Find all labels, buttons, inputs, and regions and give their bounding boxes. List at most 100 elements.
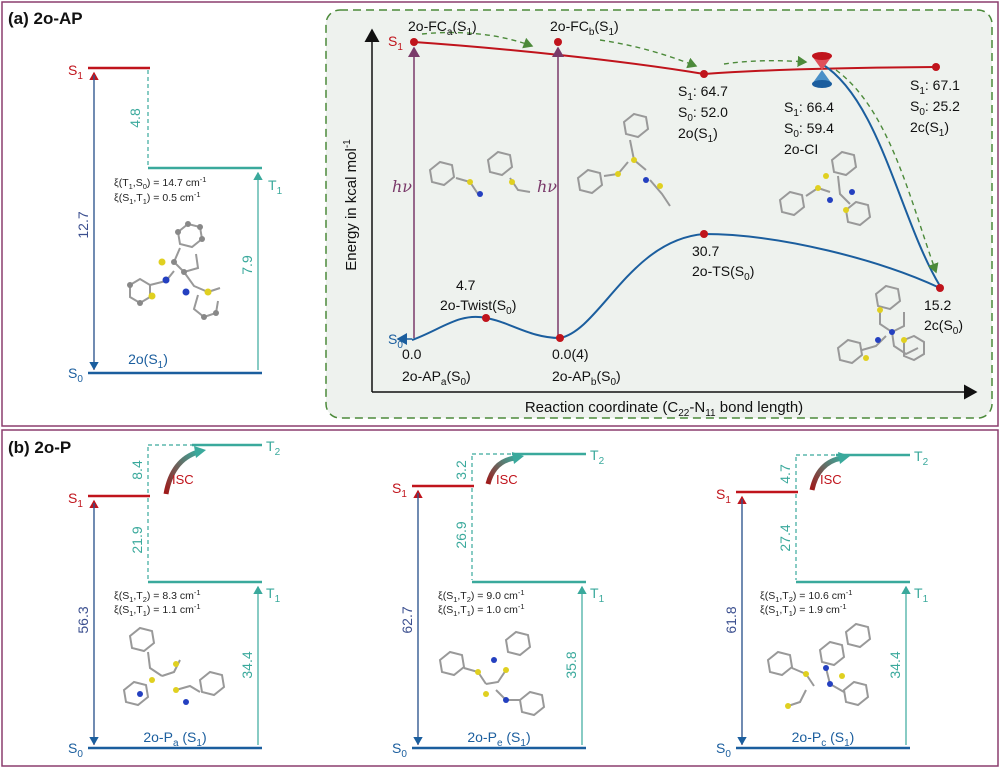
x-axis-label: Reaction coordinate (C22-N11 bond length… (525, 399, 803, 419)
ci-s0-energy: S0: 59.4 (784, 120, 834, 140)
state-name: 2o-Pe (S1) (467, 729, 530, 749)
t2-label: T2 (266, 438, 281, 458)
ap-b-point (556, 334, 564, 342)
s1-label: S1 (392, 480, 407, 500)
state-2o-s1: 2o(S1) (128, 351, 168, 371)
state-name: 2o-Pc (S1) (792, 729, 855, 749)
twist-value: 4.7 (456, 277, 476, 293)
c0-value: 15.2 (924, 297, 951, 313)
twist-name: 2o-Twist(S0) (440, 297, 516, 317)
2c-s1-point (932, 63, 940, 71)
isc-label: ISC (496, 472, 518, 487)
2c-s0-point (936, 284, 944, 292)
s0-label: S0 (68, 740, 83, 760)
ci-name: 2o-CI (784, 141, 818, 157)
molecule-2o-pc (766, 622, 872, 709)
gap-s1-t1: 21.9 (129, 526, 145, 553)
o-s1-energy: S1: 64.7 (678, 83, 728, 103)
s0-label: S0 (68, 365, 83, 385)
molecule-fc-a (428, 150, 531, 197)
hv-label-a: hν (392, 177, 412, 196)
gap-s1-t1: 4.8 (127, 108, 143, 128)
ci-branch-curve (821, 63, 941, 287)
gap-s1-t2: 8.4 (129, 460, 145, 480)
pes-box (325, 9, 993, 419)
isc-label: ISC (172, 472, 194, 487)
isc-arrow (809, 455, 843, 491)
gap-s0-s1: 61.8 (723, 606, 739, 633)
panel-a-label: (a) 2o-AP (8, 9, 83, 28)
relax-arrow-1 (421, 31, 534, 49)
xi-s1-t1: ξ(S1,T1) = 1.9 cm-1 (760, 602, 847, 618)
conical-intersection-icon (812, 52, 832, 88)
xi-s1-t1: ξ(S1,T1) = 1.1 cm-1 (114, 602, 201, 618)
diagram-2o-pe: ISC S1 T2 T1 S0 3.2 26.9 62.7 35.8 ξ(S1,… (392, 447, 605, 760)
ts-name: 2o-TS(S0) (692, 263, 754, 283)
t1-label: T1 (914, 585, 929, 605)
gap-s1-t1: 26.9 (453, 521, 469, 548)
ci-s1-energy: S1: 66.4 (784, 99, 834, 119)
s1-label: S1 (68, 62, 83, 82)
panel-b-frame (1, 429, 999, 767)
molecule-2o-pa (122, 626, 226, 707)
s0-label: S0 (392, 740, 407, 760)
fc-a-point (410, 38, 418, 46)
molecule-2c-s0 (836, 284, 925, 365)
s0-curve (411, 232, 941, 341)
c0-name: 2c(S0) (924, 317, 963, 337)
gap-s1-t2: 3.2 (453, 460, 469, 480)
fc-b-label: 2o-FCb(S1) (550, 18, 619, 38)
2o-s1-point (700, 70, 708, 78)
hv-label-b: hν (537, 177, 557, 196)
xi-s1-t2: ξ(S1,T2) = 9.0 cm-1 (438, 588, 525, 604)
c-s1-energy: S1: 67.1 (910, 77, 960, 97)
gap-s0-t1: 35.8 (563, 651, 579, 678)
gap-s1-t1: 27.4 (777, 524, 793, 551)
ap-a-name: 2o-APa(S0) (402, 368, 471, 388)
xi-s1-t2: ξ(S1,T2) = 8.3 cm-1 (114, 588, 201, 604)
c-s1-name: 2c(S1) (910, 119, 949, 139)
xi-s1-t2: ξ(S1,T2) = 10.6 cm-1 (760, 588, 852, 604)
xi-t1-s0: ξ(T1,S0) = 14.7 cm-1 (114, 175, 206, 191)
isc-label: ISC (820, 472, 842, 487)
xi-s1-t1: ξ(S1,T1) = 1.0 cm-1 (438, 602, 525, 618)
relax-arrow-4 (835, 69, 939, 274)
t2-label: T2 (914, 448, 929, 468)
ts-point (700, 230, 708, 238)
twist-point (482, 314, 490, 322)
relax-arrow-2 (599, 39, 698, 69)
s1-label: S1 (716, 486, 731, 506)
panel-b-label: (b) 2o-P (8, 438, 71, 457)
t1-label: T1 (266, 585, 281, 605)
s0-label: S0 (716, 740, 731, 760)
xi-s1-t1: ξ(S1,T1) = 0.5 cm-1 (114, 190, 201, 206)
gap-s1-t2: 4.7 (777, 464, 793, 484)
molecule-2o-pe (438, 630, 546, 717)
panel-a-pes: Energy in kcal mol-1 Reaction coordinate… (325, 9, 993, 419)
gap-s0-t1: 34.4 (887, 651, 903, 678)
gap-s0-s1: 12.7 (75, 211, 91, 238)
fc-a-label: 2o-FCa(S1) (408, 18, 477, 38)
relax-arrow-3 (723, 55, 808, 67)
diagram-2o-pa: ISC S1 T2 T1 S0 8.4 21.9 56.3 34.4 ξ(S1,… (68, 438, 281, 760)
panel-a-frame (1, 1, 999, 427)
o-s1-name: 2o(S1) (678, 125, 718, 145)
gap-s0-t1: 7.9 (239, 255, 255, 275)
isc-arrow (163, 449, 199, 495)
isc-arrow (485, 455, 517, 485)
gap-s0-t1: 34.4 (239, 651, 255, 678)
c-s0-energy: S0: 25.2 (910, 98, 960, 118)
y-axis-label: Energy in kcal mol-1 (342, 139, 360, 271)
o-s0-energy: S0: 52.0 (678, 104, 728, 124)
pes-s0-label: S0 (388, 331, 403, 351)
ap-b-name: 2o-APb(S0) (552, 368, 621, 388)
t1-label: T1 (268, 177, 283, 197)
t2-label: T2 (590, 447, 605, 467)
diagram-2o-pc: ISC S1 T2 T1 S0 4.7 27.4 61.8 34.4 ξ(S1,… (716, 448, 929, 760)
molecule-ci (778, 150, 872, 227)
pes-s1-label: S1 (388, 33, 403, 53)
t1-label: T1 (590, 585, 605, 605)
molecule-2o-s1 (127, 221, 221, 320)
gap-s0-s1: 62.7 (399, 606, 415, 633)
